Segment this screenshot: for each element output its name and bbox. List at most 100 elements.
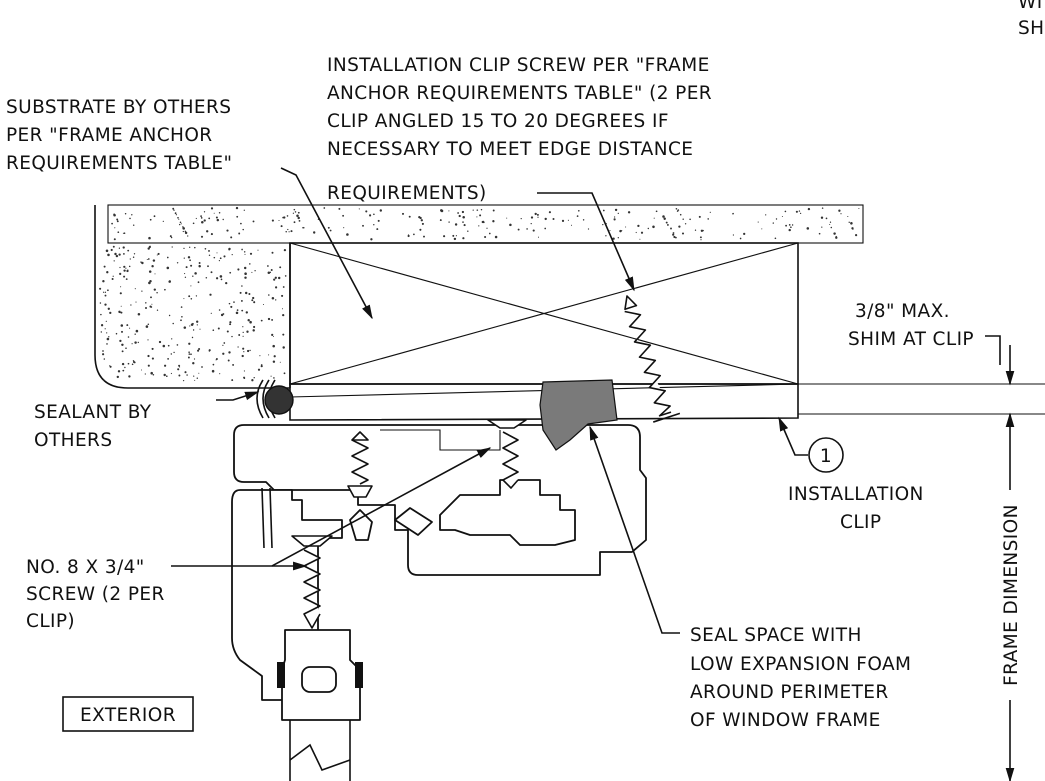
stipple-dot: [147, 258, 150, 260]
no8-screw-label: NO. 8 X 3/4" SCREW (2 PER CLIP): [26, 557, 165, 632]
stipple-dot: [185, 266, 188, 269]
stipple-dot: [612, 237, 615, 240]
stipple-dot: [605, 235, 607, 237]
stipple-dot: [821, 226, 823, 228]
stipple-dot: [238, 334, 241, 336]
stipple-dot: [252, 296, 255, 300]
stipple-dot: [829, 221, 832, 223]
stipple-dot: [106, 271, 109, 274]
stipple-dot: [124, 213, 127, 215]
stipple-dot: [104, 294, 107, 297]
stipple-dot: [128, 265, 131, 268]
stipple-dot: [239, 291, 242, 294]
stipple-dot: [232, 363, 235, 366]
stipple-dot: [135, 301, 137, 303]
stipple-dot: [198, 262, 201, 264]
stipple-dot: [177, 216, 179, 219]
callout-1: 1: [808, 437, 844, 473]
stipple-dot: [229, 323, 232, 326]
stipple-dot: [194, 272, 197, 275]
stipple-dot: [109, 311, 112, 315]
window-frame-profile: [231, 424, 647, 781]
stipple-dot: [268, 354, 270, 356]
stipple-dot: [537, 236, 540, 238]
stipple-dot: [281, 294, 284, 297]
stipple-dot: [170, 372, 172, 375]
stipple-dot: [131, 214, 133, 216]
stipple-dot: [237, 346, 239, 348]
stipple-dot: [103, 358, 106, 360]
stipple-dot: [242, 331, 244, 334]
stipple-dot: [273, 377, 275, 379]
stipple-dot: [203, 219, 206, 222]
stipple-dot: [206, 230, 209, 233]
stipple-dot: [220, 278, 223, 281]
stipple-dot: [467, 230, 469, 232]
stipple-dot: [218, 260, 220, 262]
stipple-dot: [242, 335, 244, 337]
stipple-dot: [457, 212, 459, 214]
stipple-dot: [123, 269, 126, 272]
stipple-dot: [147, 247, 150, 250]
stipple-dot: [617, 212, 619, 215]
stipple-dot: [106, 337, 110, 341]
stipple-dot: [180, 223, 182, 225]
stipple-dot: [204, 247, 207, 250]
stipple-dot: [248, 292, 251, 296]
stipple-dot: [231, 379, 234, 382]
stipple-dot: [222, 218, 224, 221]
stipple-dot: [285, 230, 287, 233]
stipple-dot: [110, 248, 113, 252]
stipple-dot: [679, 213, 682, 216]
stipple-dot: [182, 227, 185, 230]
stipple-dot: [440, 209, 443, 212]
stipple-dot: [118, 247, 121, 249]
stipple-dot: [781, 215, 783, 218]
stipple-dot: [848, 221, 850, 223]
stipple-dot: [548, 211, 551, 214]
stipple-dot: [188, 351, 190, 353]
stipple-dot: [150, 371, 153, 375]
stipple-dot: [282, 216, 284, 219]
stipple-dot: [249, 252, 253, 255]
stipple-dot: [530, 216, 534, 219]
stipple-dot: [132, 224, 135, 226]
stipple-dot: [189, 246, 191, 248]
stipple-dot: [129, 217, 131, 220]
stipple-dot: [419, 216, 422, 220]
stipple-dot: [158, 340, 162, 344]
stipple-dot: [102, 353, 105, 356]
stipple-dot: [288, 231, 290, 233]
stipple-dot: [183, 298, 185, 300]
stipple-dot: [167, 358, 170, 360]
stipple-dot: [458, 214, 461, 218]
stipple-dot: [194, 246, 196, 249]
stipple-dot: [478, 225, 480, 227]
stipple-dot: [709, 211, 711, 213]
stipple-dot: [153, 215, 156, 218]
stipple-dot: [243, 351, 245, 353]
stipple-dot: [212, 329, 215, 332]
stipple-dot: [338, 207, 341, 210]
seal-space-label: SEAL SPACE WITH LOW EXPANSION FOAM AROUN…: [690, 625, 911, 731]
label-line: SCREW (2 PER: [26, 584, 165, 605]
stipple-dot: [127, 362, 130, 365]
stipple-dot: [486, 227, 488, 229]
stipple-dot: [271, 333, 274, 336]
stipple-dot: [820, 216, 824, 219]
label-line: REQUIREMENTS TABLE": [6, 153, 232, 174]
stipple-dot: [694, 229, 697, 231]
stipple-dot: [544, 227, 547, 230]
stipple-dot: [270, 375, 272, 377]
corner-text-line: WI: [1018, 0, 1043, 13]
label-line: LOW EXPANSION FOAM: [690, 654, 911, 675]
stipple-dot: [184, 276, 187, 278]
stipple-dot: [260, 365, 263, 368]
stipple-dot: [567, 219, 569, 221]
stipple-dot: [757, 221, 759, 223]
stipple-dot: [215, 359, 217, 361]
stipple-dot: [192, 362, 195, 365]
stipple-dot: [235, 311, 239, 315]
stipple-dot: [847, 215, 849, 218]
